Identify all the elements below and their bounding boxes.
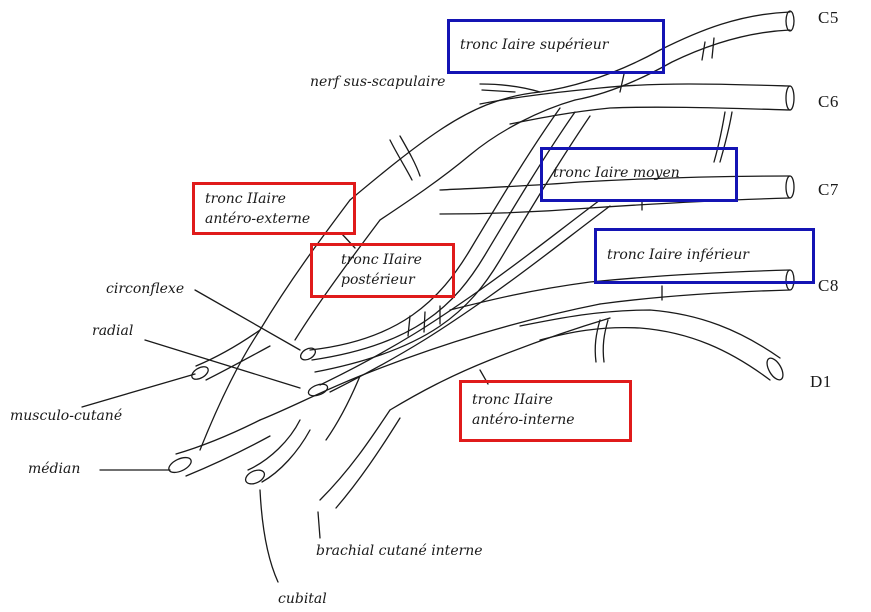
medial-cutaneous-nerve-label: brachial cutané interne	[316, 543, 483, 559]
posterior-cord-line1: tronc IIaire	[341, 252, 422, 268]
root-label-c7: C7	[818, 180, 839, 199]
root-c6-nerve	[479, 83, 791, 105]
anteromedial-cord-line1: tronc IIaire	[472, 392, 553, 408]
root-label-c6: C6	[818, 92, 839, 111]
root-label-c5: C5	[818, 8, 839, 27]
anterolateral-cord-line2: antéro-externe	[205, 211, 311, 227]
root-d1-nerve	[519, 309, 781, 359]
anteromedial-cord-label: tronc IIaire antéro-interne	[459, 380, 632, 442]
anteromedial-cord-line2: antéro-interne	[472, 412, 575, 428]
anterolateral-cord-label: tronc IIaire antéro-externe	[192, 182, 356, 235]
suprascapular-nerve-label: nerf sus-scapulaire	[310, 74, 446, 90]
posterior-cord-label: tronc IIaire postérieur	[310, 243, 455, 298]
root-label-c8: C8	[818, 276, 839, 295]
middle-trunk-label: tronc Iaire moyen	[540, 147, 738, 202]
radial-nerve-label: radial	[92, 323, 134, 339]
median-nerve-label: médian	[28, 461, 81, 477]
axillary-nerve-label: circonflexe	[106, 281, 185, 297]
root-c7-nerve	[439, 175, 791, 191]
ulnar-nerve-label: cubital	[278, 591, 327, 607]
superior-trunk-label: tronc Iaire supérieur	[447, 19, 665, 74]
anterolateral-cord-line1: tronc IIaire	[205, 191, 286, 207]
posterior-cord-line2: postérieur	[341, 272, 415, 288]
inferior-trunk-label: tronc Iaire inférieur	[594, 228, 815, 284]
root-c5-nerve	[539, 11, 791, 93]
musculocutaneous-nerve-label: musculo-cutané	[10, 408, 123, 424]
root-label-d1: D1	[810, 372, 832, 391]
